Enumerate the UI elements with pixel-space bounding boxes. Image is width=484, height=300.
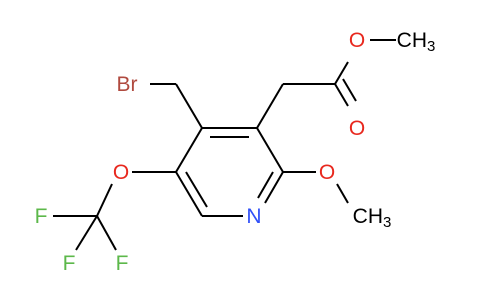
atom-br: Br (117, 73, 138, 96)
atom-o-ocf3: O (113, 161, 129, 184)
atom-o-methoxy: O (319, 161, 335, 184)
bond-c2-n-inner (257, 171, 274, 199)
bond-omethoxy-me (336, 183, 349, 204)
atom-ch3-ester: CH3 (397, 29, 436, 55)
bond-c3-ch2 (256, 83, 284, 129)
bond-o-cf3 (96, 183, 113, 217)
bond-cco-ocarbonyl-a (334, 83, 349, 107)
bond-cco-oester (334, 61, 349, 85)
bond-c6-c5-inner (185, 171, 208, 208)
bond-cco-ocarbonyl-b (342, 78, 357, 102)
bond-c2-n (264, 171, 284, 204)
atom-o-carbonyl: O (349, 117, 365, 140)
bond-c6-c5 (175, 171, 203, 217)
atom-labels: Br O CH3 O O O CH3 N F F F (35, 29, 436, 275)
atom-f3: F (116, 252, 129, 275)
bond-c4-ch2 (175, 83, 203, 129)
bonds (53, 39, 396, 251)
atom-n-ring: N (246, 205, 261, 228)
atom-f1: F (35, 205, 48, 228)
atom-ch3-methoxy: CH3 (353, 205, 392, 231)
bond-c5-c4 (175, 127, 203, 173)
bond-cf3-f3 (96, 215, 117, 251)
bond-c3-c2 (256, 127, 284, 173)
atom-f2: F (63, 252, 76, 275)
bond-cf3-f2 (75, 215, 98, 251)
atom-o-ester: O (349, 29, 365, 52)
